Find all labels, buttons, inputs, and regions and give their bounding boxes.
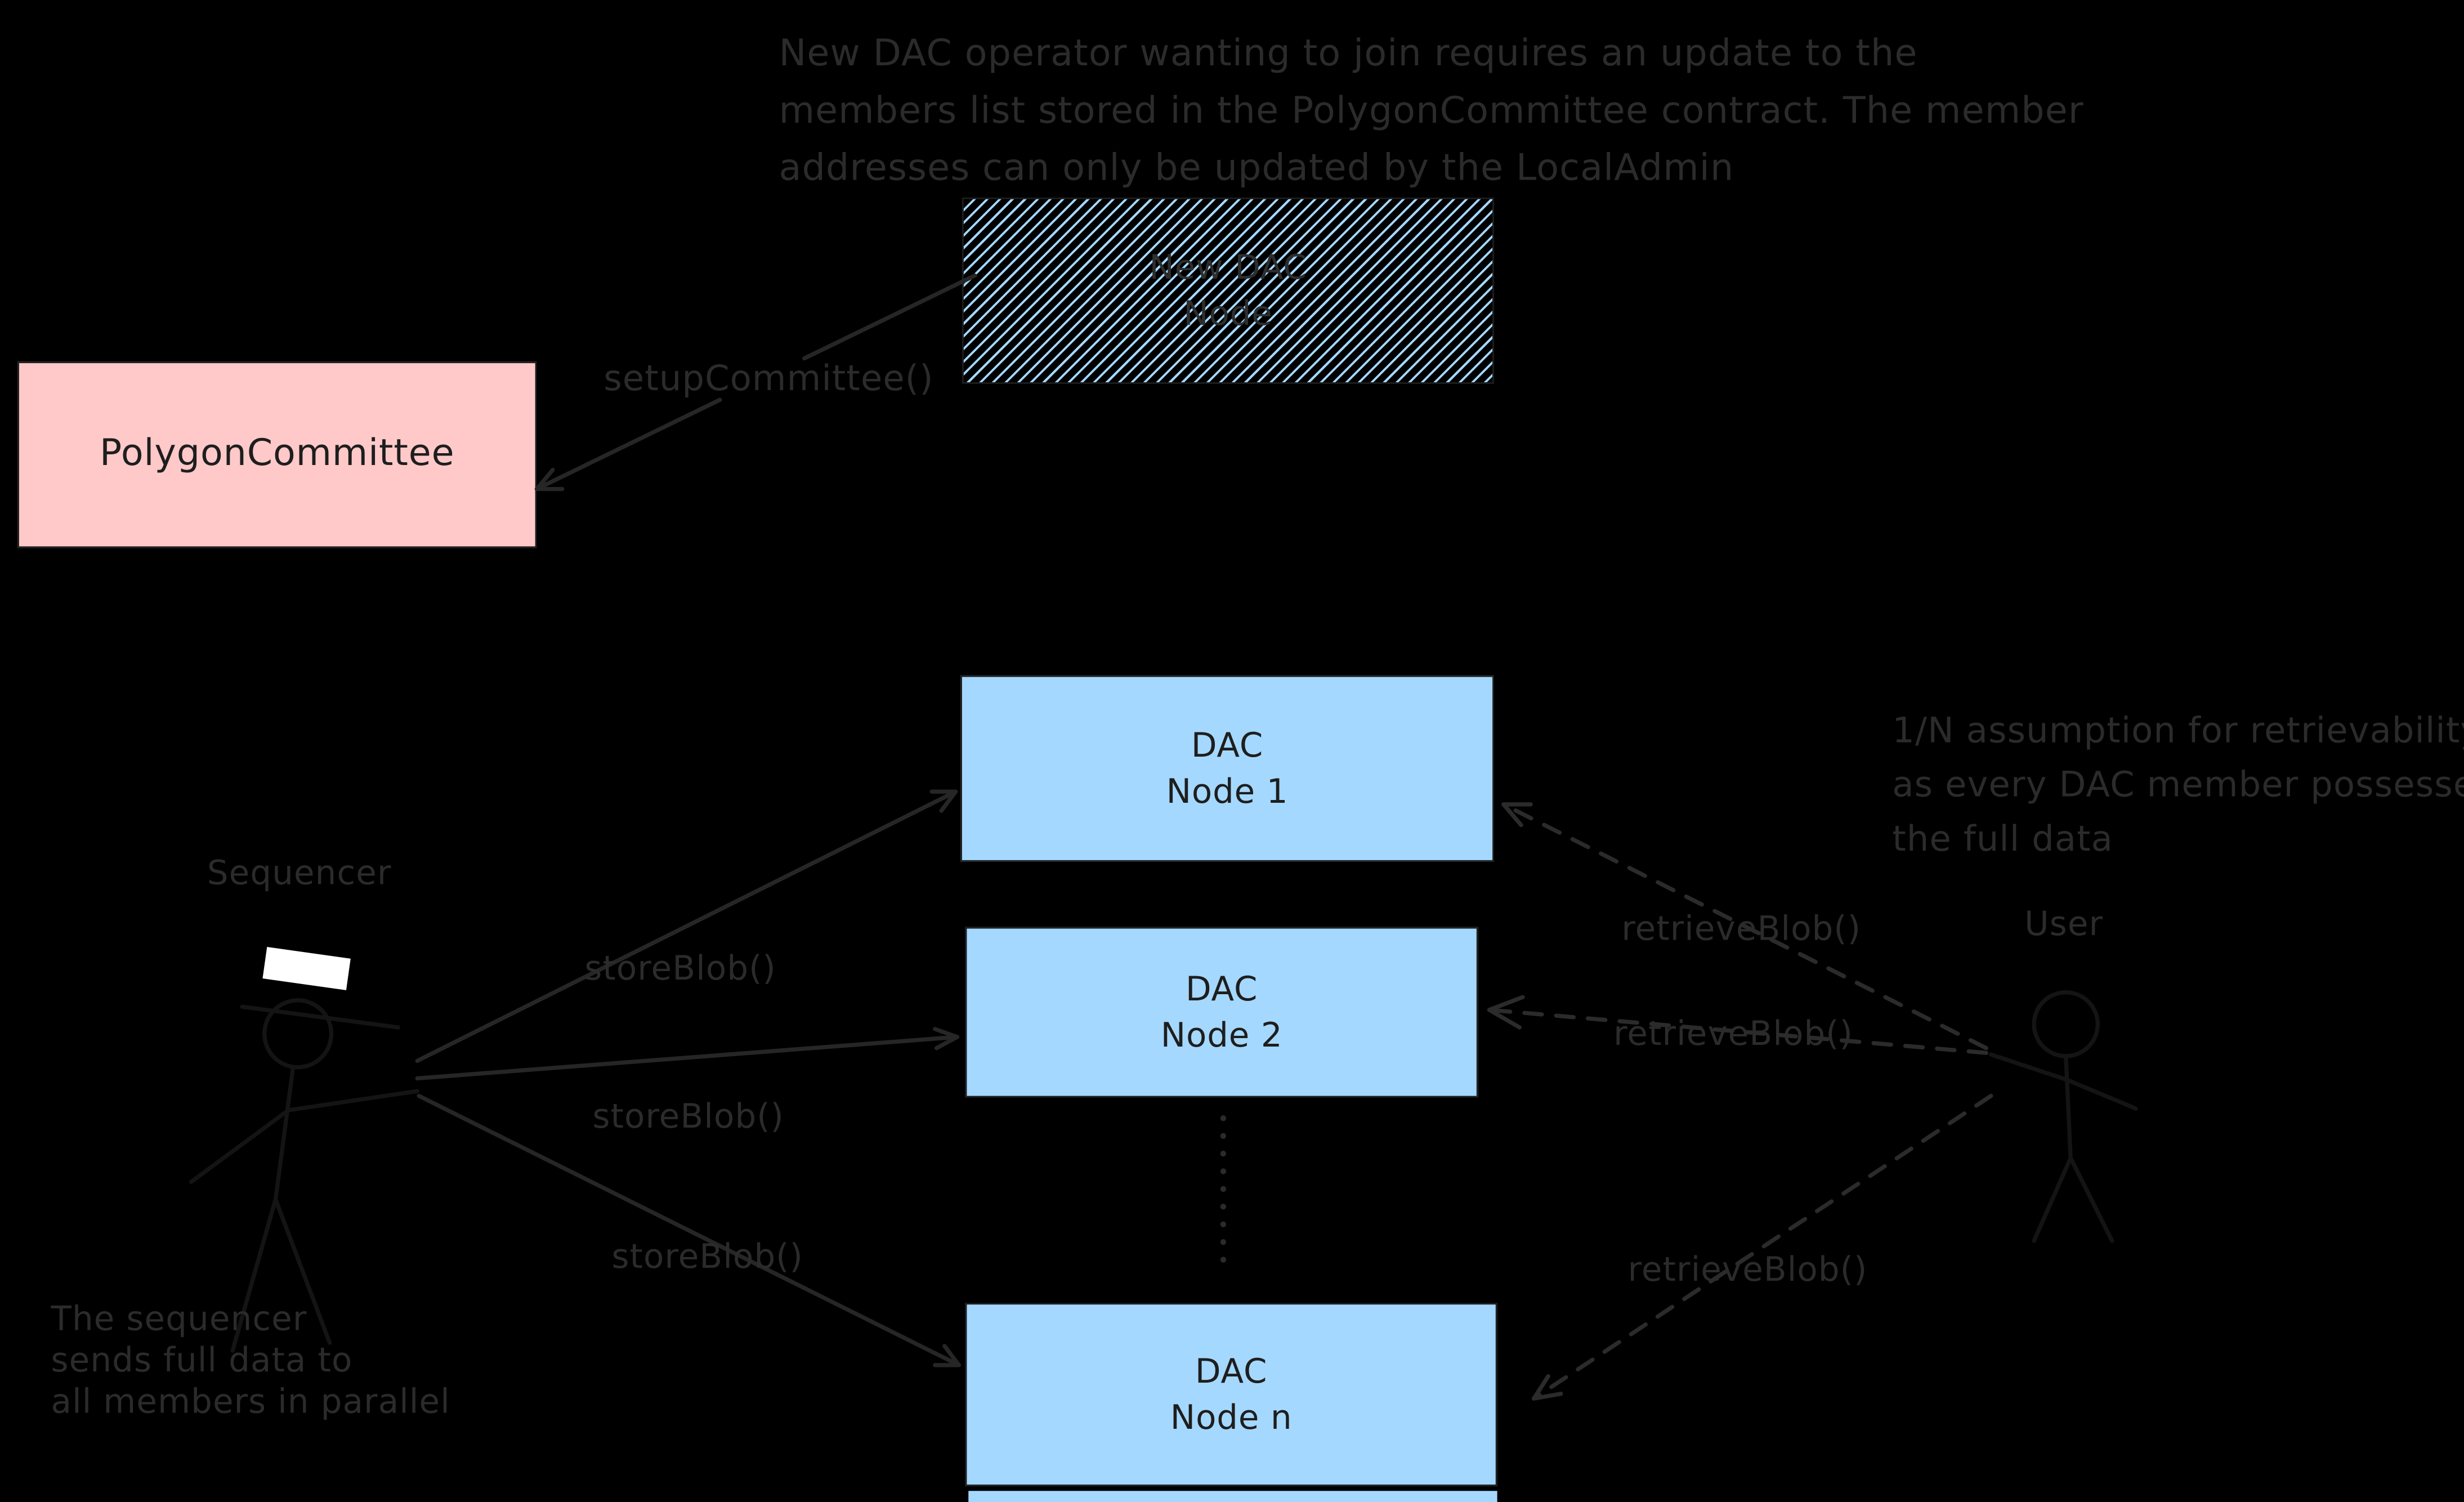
top-note-line3: addresses can only be updated by the Loc… <box>779 148 1734 190</box>
retrievability-note-line1: 1/N assumption for retrievability, <box>1892 712 2464 752</box>
top-note: New DAC operator wanting to join require… <box>779 25 2084 198</box>
dac-node-2-label-line1: DAC <box>1185 969 1258 1008</box>
new-dac-node-label-line1: New DAC <box>1149 247 1307 286</box>
retrieve-blob-label-1: retrieveBlob() <box>1621 909 1862 948</box>
dac-node-n-label-line1: DAC <box>1195 1351 1268 1390</box>
sequencer-label: Sequencer <box>207 853 392 892</box>
retrieve-blob-label-3: retrieveBlob() <box>1627 1250 1868 1289</box>
dac-node-1-box: DAC Node 1 <box>960 675 1494 862</box>
store-blob-label-1: storeBlob() <box>584 949 776 988</box>
store-blob-label-2: storeBlob() <box>592 1097 784 1136</box>
sequencer-note-line3: all members in parallel <box>51 1382 450 1421</box>
dac-node-1-label-line1: DAC <box>1191 725 1264 764</box>
dac-node-n-label-line2: Node n <box>1170 1397 1293 1436</box>
sequencer-note-line1: The sequencer <box>51 1299 307 1338</box>
retrievability-note-line2: as every DAC member possesses <box>1892 766 2464 806</box>
polygon-committee-label: PolygonCommittee <box>100 433 455 475</box>
dac-node-2-label-line2: Node 2 <box>1160 1015 1283 1054</box>
store-blob-label-3: storeBlob() <box>611 1237 803 1276</box>
new-dac-node-label-line2: Node <box>1183 294 1273 332</box>
setup-committee-label: setupCommittee() <box>603 360 934 400</box>
new-dac-node-box: New DAC Node <box>962 197 1494 384</box>
sequencer-note: The sequencer sends full data to all mem… <box>51 1298 450 1423</box>
dac-node-2-box: DAC Node 2 <box>965 927 1478 1098</box>
user-label: User <box>2024 905 2104 944</box>
clipped-box-bottom-strip <box>968 1491 1497 1502</box>
retrieve-blob-label-2: retrieveBlob() <box>1613 1014 1853 1053</box>
dac-node-n-box: DAC Node n <box>965 1303 1497 1486</box>
top-note-line2: members list stored in the PolygonCommit… <box>779 91 2084 132</box>
dac-node-1-label-line2: Node 1 <box>1166 771 1289 810</box>
top-note-line1: New DAC operator wanting to join require… <box>779 33 1918 75</box>
sequencer-note-line2: sends full data to <box>51 1341 353 1380</box>
polygon-committee-box: PolygonCommittee <box>17 361 537 548</box>
retrievability-note: 1/N assumption for retrievability, as ev… <box>1892 705 2464 868</box>
retrievability-note-line3: the full data <box>1892 820 2113 860</box>
